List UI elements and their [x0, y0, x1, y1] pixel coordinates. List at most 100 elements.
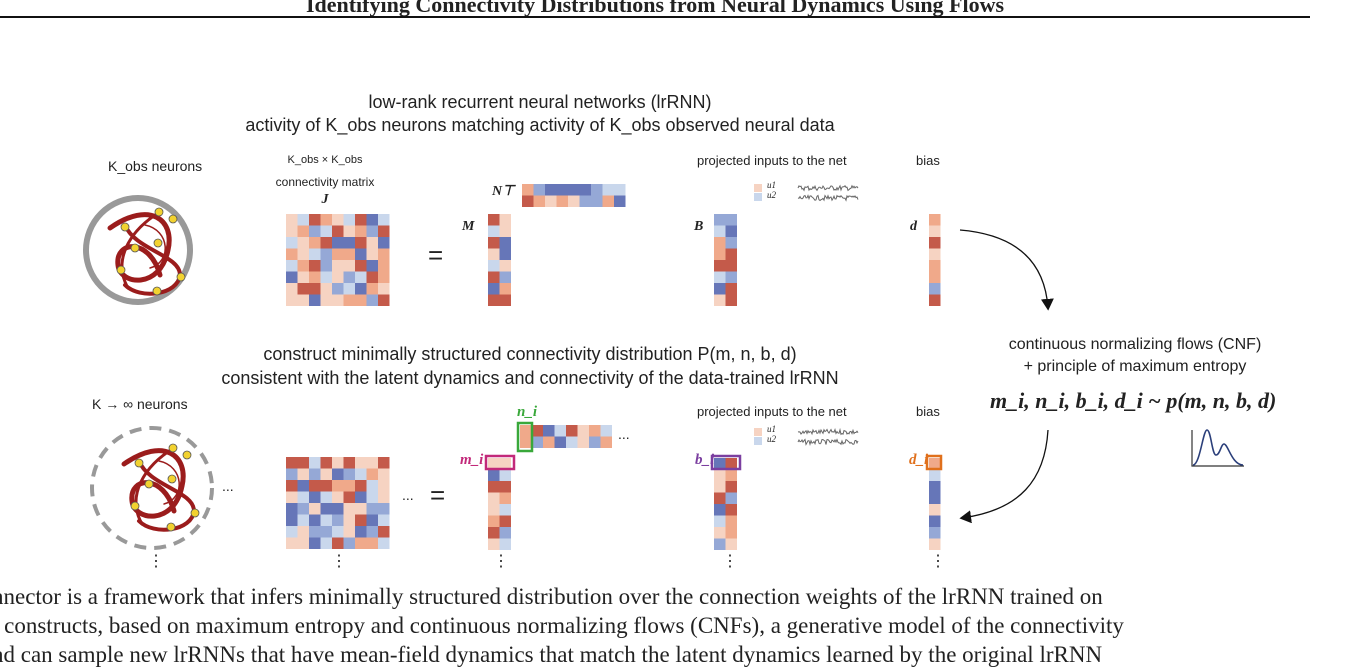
- J-matrix-bottom-cell: [297, 468, 309, 480]
- J-matrix-cell: [366, 283, 378, 295]
- B-col-cell: [714, 271, 726, 283]
- vdots-circle: ⋮: [148, 553, 164, 570]
- J-matrix-bottom-cell: [332, 514, 344, 526]
- N-row-cell: [568, 195, 580, 207]
- d-col-bottom-cell: [929, 458, 941, 470]
- d-col-cell: [929, 237, 941, 249]
- J-matrix-bottom-cell: [366, 468, 378, 480]
- J-matrix-bottom-cell: [320, 457, 332, 469]
- m-col-bottom-cell: [499, 469, 511, 481]
- J-matrix-cell: [355, 260, 367, 272]
- N-row-cell: [602, 184, 614, 196]
- J-matrix-cell: [378, 237, 390, 249]
- J-matrix-cell: [309, 214, 321, 226]
- b-col-bottom-cell: [714, 527, 726, 539]
- cnf-line2: + principle of maximum entropy: [1023, 358, 1247, 375]
- J-matrix-bottom-cell: [378, 457, 390, 469]
- N-row-cell: [614, 195, 626, 207]
- n-row-bottom-cell: [600, 436, 612, 448]
- matrix-symbol-J: J: [321, 192, 329, 207]
- n-row-bottom-cell: [554, 436, 566, 448]
- J-matrix-bottom-cell: [286, 457, 298, 469]
- M-col-cell: [499, 225, 511, 237]
- J-matrix-bottom-cell: [320, 491, 332, 503]
- m-col-bottom-cell: [488, 504, 500, 516]
- J-matrix-bottom-cell: [297, 480, 309, 492]
- J-matrix-bottom-cell: [309, 491, 321, 503]
- d-col-bottom-cell: [929, 538, 941, 550]
- N-row-cell: [545, 184, 557, 196]
- J-matrix-bottom-cell: [332, 480, 344, 492]
- J-matrix-cell: [355, 294, 367, 306]
- bottom-neurons-label: K → ∞ neurons: [92, 396, 188, 412]
- b-col-bottom-cell: [725, 527, 737, 539]
- J-matrix-cell: [297, 237, 309, 249]
- N-row-cell: [522, 184, 534, 196]
- J-matrix-bottom-cell: [378, 526, 390, 538]
- m-col-bottom-cell: [499, 515, 511, 527]
- J-matrix-cell: [286, 214, 298, 226]
- d-col-bottom-cell: [929, 515, 941, 527]
- J-matrix-cell: [366, 260, 378, 272]
- J-matrix-bottom-cell: [343, 526, 355, 538]
- J-matrix-cell: [378, 294, 390, 306]
- J-matrix-cell: [286, 294, 298, 306]
- J-matrix-bottom-cell: [297, 526, 309, 538]
- top-neuron-network-icon: [83, 195, 193, 305]
- J-matrix-bottom-cell: [286, 526, 298, 538]
- B-col-cell: [714, 260, 726, 272]
- B-col-cell: [725, 248, 737, 260]
- J-matrix-bottom-cell: [355, 526, 367, 538]
- J-matrix-cell: [343, 248, 355, 260]
- M-col-cell: [488, 260, 500, 272]
- d-col-bottom-cell: [929, 481, 941, 493]
- J-matrix-bottom-cell: [355, 480, 367, 492]
- J-matrix-cell: [309, 271, 321, 283]
- J-matrix-bottom-cell: [332, 468, 344, 480]
- d-col-cell: [929, 248, 941, 260]
- d-col-cell: [929, 260, 941, 272]
- J-matrix-cell: [332, 271, 344, 283]
- d-col-bottom-cell: [929, 527, 941, 539]
- J-matrix-bottom-cell: [343, 537, 355, 549]
- b-col-bottom-cell: [725, 515, 737, 527]
- d-highlight-box: [925, 454, 943, 471]
- n-row-bottom-cell: [543, 425, 555, 437]
- J-matrix-bottom-cell: [320, 537, 332, 549]
- n-row-bottom-cell: [566, 436, 578, 448]
- n-row-bottom-cell: [520, 425, 532, 437]
- J-matrix-bottom-cell: [366, 457, 378, 469]
- m-col-bottom-cell: [499, 492, 511, 504]
- vdots-d: ⋮: [930, 553, 946, 570]
- J-matrix-bottom-cell: [355, 468, 367, 480]
- J-matrix-cell: [332, 248, 344, 260]
- caption-line1: nnector is a framework that infers minim…: [0, 584, 1103, 609]
- top-title-line2: activity of K_obs neurons matching activ…: [245, 115, 835, 135]
- b-col-bottom-cell: [725, 458, 737, 470]
- d-label: d: [910, 219, 917, 234]
- N-row-cell: [533, 195, 545, 207]
- header-rule: [0, 16, 1310, 18]
- b-col-bottom-cell: [725, 504, 737, 516]
- J-matrix-cell: [309, 260, 321, 272]
- vdots-m: ⋮: [493, 553, 509, 570]
- b-col-bottom-cell: [714, 504, 726, 516]
- N-row-cell: [591, 184, 603, 196]
- d-col-bottom-cell: [929, 469, 941, 481]
- J-matrix-bottom-cell: [343, 514, 355, 526]
- m-col-bottom-cell: [499, 458, 511, 470]
- J-matrix-bottom-cell: [332, 491, 344, 503]
- m-col-bottom-cell: [488, 481, 500, 493]
- paper-header-title: Identifying Connectivity Distributions f…: [305, 0, 1005, 17]
- d-col-cell: [929, 283, 941, 295]
- bottom-inputs-label: projected inputs to the net: [697, 404, 847, 419]
- B-col-cell: [725, 271, 737, 283]
- M-col-cell: [488, 294, 500, 306]
- J-matrix-cell: [320, 294, 332, 306]
- B-col-cell: [714, 237, 726, 249]
- vdots-matrix: ⋮: [331, 553, 347, 570]
- M-col-cell: [499, 294, 511, 306]
- J-matrix-cell: [297, 214, 309, 226]
- u2-label: u2: [767, 190, 776, 200]
